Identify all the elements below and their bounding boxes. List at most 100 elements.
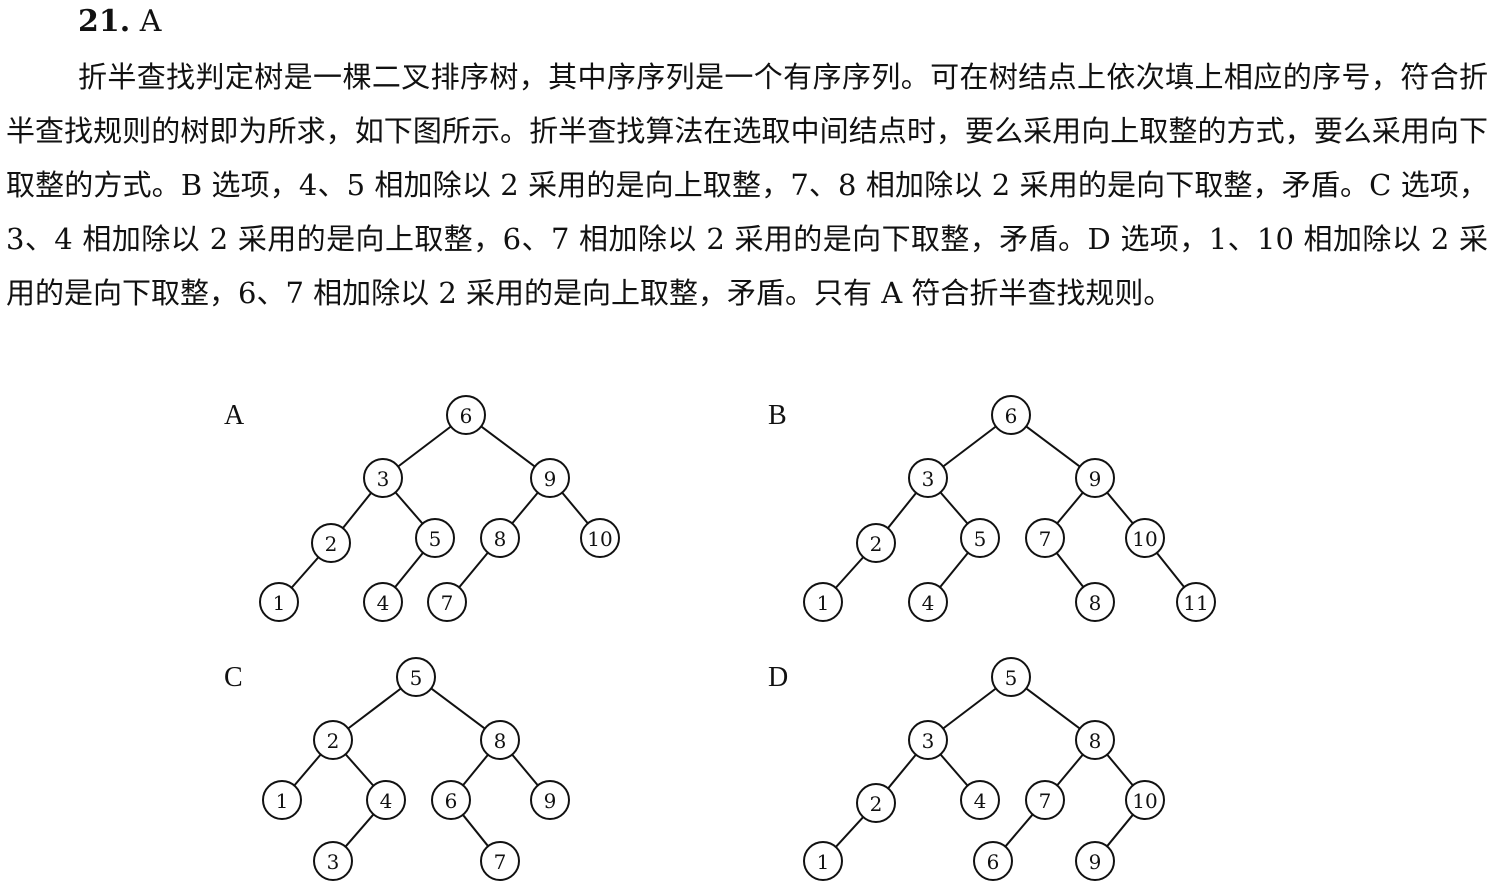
tree-edge — [1055, 552, 1085, 588]
tree-edge — [942, 425, 997, 468]
tree-node: 6 — [446, 395, 486, 435]
tree-edge — [942, 687, 997, 730]
node-key: 3 — [377, 467, 390, 491]
node-key: 9 — [544, 789, 557, 813]
node-circle — [908, 582, 948, 622]
node-key: 7 — [1039, 527, 1052, 551]
tree-node: 6 — [431, 780, 471, 820]
tree-node: 3 — [363, 458, 403, 498]
node-key: 10 — [1132, 789, 1157, 813]
tree-edge — [397, 425, 452, 468]
node-circle — [262, 780, 302, 820]
node-key: 9 — [544, 467, 557, 491]
node-key: 4 — [974, 789, 987, 813]
node-key: 1 — [817, 591, 830, 615]
tree-edge — [344, 753, 375, 787]
tree-edge — [939, 491, 969, 525]
tree-node: 9 — [1075, 841, 1115, 881]
tree-node: 7 — [480, 841, 520, 881]
tree-edge — [1025, 687, 1081, 730]
tree-node: 10 — [1125, 780, 1165, 820]
tree-node: 1 — [803, 582, 843, 622]
node-circle — [259, 582, 299, 622]
tree-edge — [561, 491, 589, 525]
node-circle — [1125, 780, 1165, 820]
node-circle — [1075, 582, 1115, 622]
node-key: 5 — [974, 527, 987, 551]
node-circle — [803, 841, 843, 881]
tree-node: 2 — [311, 523, 351, 563]
node-key: 1 — [273, 591, 286, 615]
tree-node: 3 — [908, 458, 948, 498]
tree-node: 6 — [991, 395, 1031, 435]
question-heading: 21. A — [78, 2, 161, 42]
tree-edge — [458, 551, 489, 589]
tree-edge — [347, 687, 402, 730]
tree-node: 11 — [1176, 582, 1216, 622]
tree-edge — [430, 687, 486, 730]
tree-node: 2 — [313, 720, 353, 760]
node-key: 2 — [325, 532, 338, 556]
tree-edge — [1156, 552, 1185, 588]
tree-node: 2 — [856, 783, 896, 823]
tree-node: 5 — [960, 518, 1000, 558]
tree-node: 1 — [262, 780, 302, 820]
node-key: 8 — [1089, 591, 1102, 615]
node-circle — [973, 841, 1013, 881]
node-circle — [908, 458, 948, 498]
tree-node: 7 — [1025, 780, 1065, 820]
tree-node: 4 — [960, 780, 1000, 820]
tree-edge — [344, 813, 375, 848]
node-circle — [530, 780, 570, 820]
node-circle — [313, 841, 353, 881]
node-key: 5 — [1005, 666, 1018, 690]
node-key: 1 — [817, 850, 830, 874]
node-circle — [313, 720, 353, 760]
tree-edge — [394, 491, 424, 525]
node-circle — [960, 780, 1000, 820]
tree-label: D — [768, 662, 788, 693]
node-key: 8 — [494, 729, 507, 753]
tree-label: C — [224, 662, 243, 693]
node-key: 3 — [922, 729, 935, 753]
node-key: 5 — [429, 527, 442, 551]
tree-node: 8 — [480, 720, 520, 760]
node-key: 9 — [1089, 850, 1102, 874]
node-key: 9 — [1089, 467, 1102, 491]
tree-node: 4 — [366, 780, 406, 820]
tree-node: 9 — [1075, 458, 1115, 498]
node-circle — [311, 523, 351, 563]
tree-node: 2 — [856, 523, 896, 563]
node-key: 3 — [922, 467, 935, 491]
node-circle — [363, 458, 403, 498]
tree-edge — [1056, 753, 1084, 787]
tree-node: 6 — [973, 841, 1013, 881]
tree-edge — [480, 425, 536, 468]
node-circle — [1075, 458, 1115, 498]
tree-edge — [1106, 814, 1134, 847]
tree-edge — [939, 552, 969, 588]
node-circle — [480, 720, 520, 760]
tree-node: 7 — [1025, 518, 1065, 558]
node-key: 10 — [1132, 527, 1157, 551]
node-key: 10 — [587, 527, 612, 551]
node-key: 7 — [494, 850, 507, 874]
node-circle — [960, 518, 1000, 558]
tree-edge — [511, 753, 539, 787]
explanation-text: 折半查找判定树是一棵二叉排序树，其中序序列是一个有序序列。可在树结点上依次填上相… — [6, 60, 1488, 310]
tree-edge — [293, 753, 322, 787]
node-circle — [1025, 780, 1065, 820]
question-number: 21. — [78, 4, 131, 39]
node-circle — [991, 657, 1031, 697]
node-circle — [803, 582, 843, 622]
node-key: 7 — [441, 591, 454, 615]
tree-D: D 5 3 8 2 4 1 7 10 6 9 — [768, 657, 1165, 881]
tree-node: 5 — [396, 657, 436, 697]
tree-node: 1 — [259, 582, 299, 622]
tree-node: 8 — [1075, 720, 1115, 760]
node-circle — [480, 518, 520, 558]
tree-node: 5 — [415, 518, 455, 558]
